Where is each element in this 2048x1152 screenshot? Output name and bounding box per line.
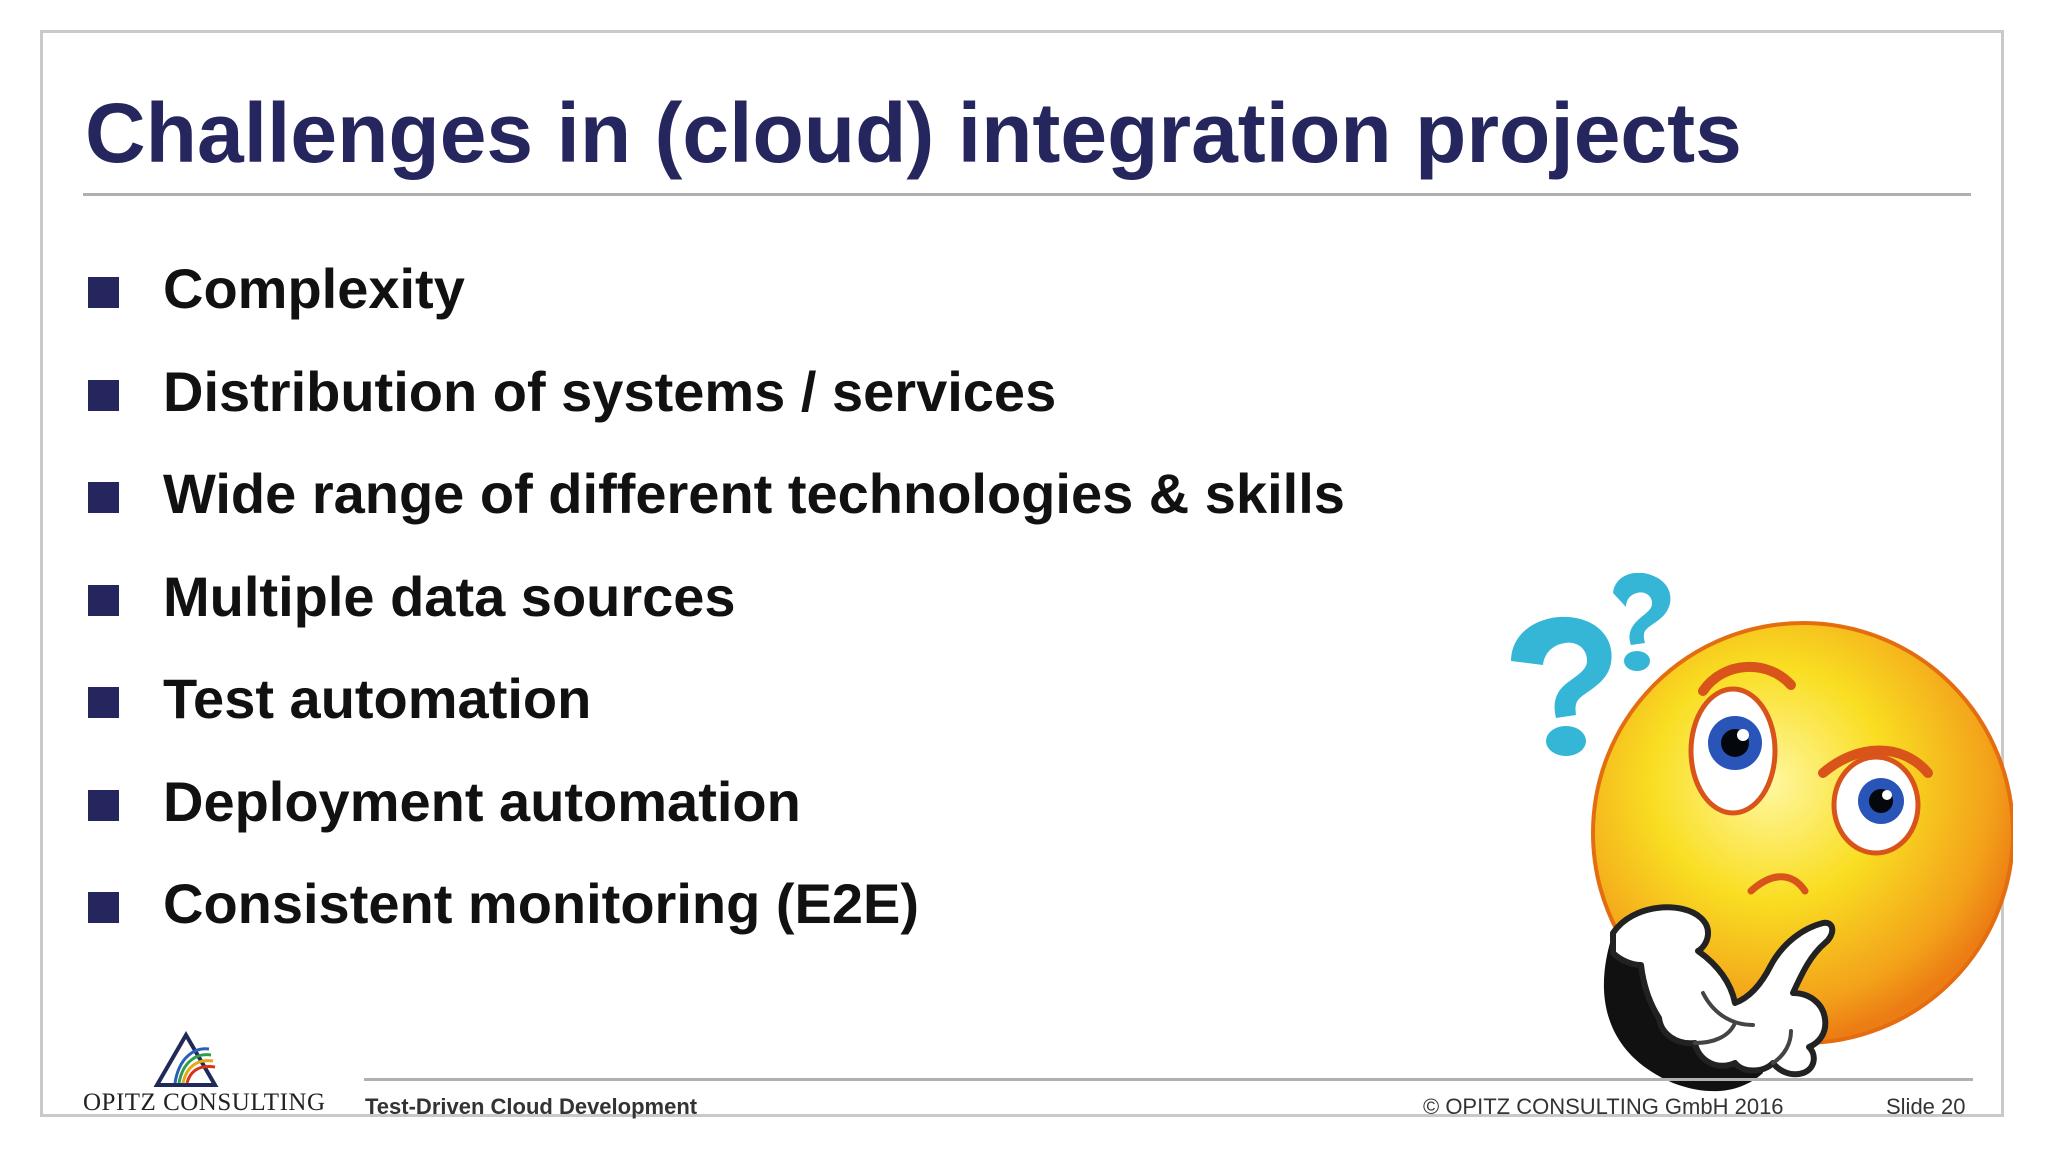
- bullet-text: Wide range of different technologies & s…: [163, 462, 1345, 525]
- bullet-item: Distribution of systems / services: [88, 359, 1345, 467]
- right-eye: [1831, 754, 1921, 856]
- thinking-smiley-icon: [1511, 573, 2013, 1092]
- bullet-item: Multiple data sources: [88, 564, 1345, 672]
- bullet-text: Consistent monitoring (E2E): [163, 872, 919, 935]
- square-bullet-icon: [88, 482, 119, 513]
- opitz-consulting-logo: [153, 1031, 219, 1087]
- square-bullet-icon: [88, 687, 119, 718]
- square-bullet-icon: [88, 379, 119, 411]
- bullet-text: Test automation: [163, 667, 592, 730]
- bullet-item: Complexity: [88, 261, 1345, 364]
- company-logo: OPITZ CONSULTING: [81, 1031, 325, 1116]
- bullet-item: Deployment automation: [88, 769, 1345, 877]
- copyright-text: © OPITZ CONSULTING GmbH 2016: [1423, 1094, 1784, 1119]
- presentation-title: Test-Driven Cloud Development: [365, 1094, 698, 1119]
- square-bullet-icon: [88, 277, 119, 308]
- question-mark-icon: [1613, 573, 1671, 671]
- bullet-list: Complexity Distribution of systems / ser…: [88, 261, 1345, 979]
- bullet-text: Deployment automation: [163, 769, 801, 833]
- title-divider: [83, 193, 1971, 196]
- bullet-text: Distribution of systems / services: [163, 359, 1057, 423]
- logo-text: OPITZ CONSULTING: [83, 1089, 326, 1116]
- slide-title: Challenges in (cloud) integration projec…: [85, 86, 1742, 180]
- bullet-text: Complexity: [163, 257, 465, 320]
- footer-divider: [364, 1078, 1973, 1081]
- bullet-item: Test automation: [88, 671, 1345, 774]
- slide: Challenges in (cloud) integration projec…: [40, 30, 2013, 1119]
- bullet-item: Consistent monitoring (E2E): [88, 876, 1345, 979]
- bullet-item: Wide range of different technologies & s…: [88, 466, 1345, 569]
- square-bullet-icon: [88, 584, 119, 616]
- question-mark-icon: [1511, 616, 1612, 756]
- slide-number: Slide 20: [1886, 1094, 1966, 1119]
- glove-hand-icon: [1610, 904, 1836, 1078]
- square-bullet-icon: [88, 892, 119, 923]
- square-bullet-icon: [88, 789, 119, 821]
- left-eye: [1688, 686, 1778, 816]
- bullet-text: Multiple data sources: [163, 564, 736, 628]
